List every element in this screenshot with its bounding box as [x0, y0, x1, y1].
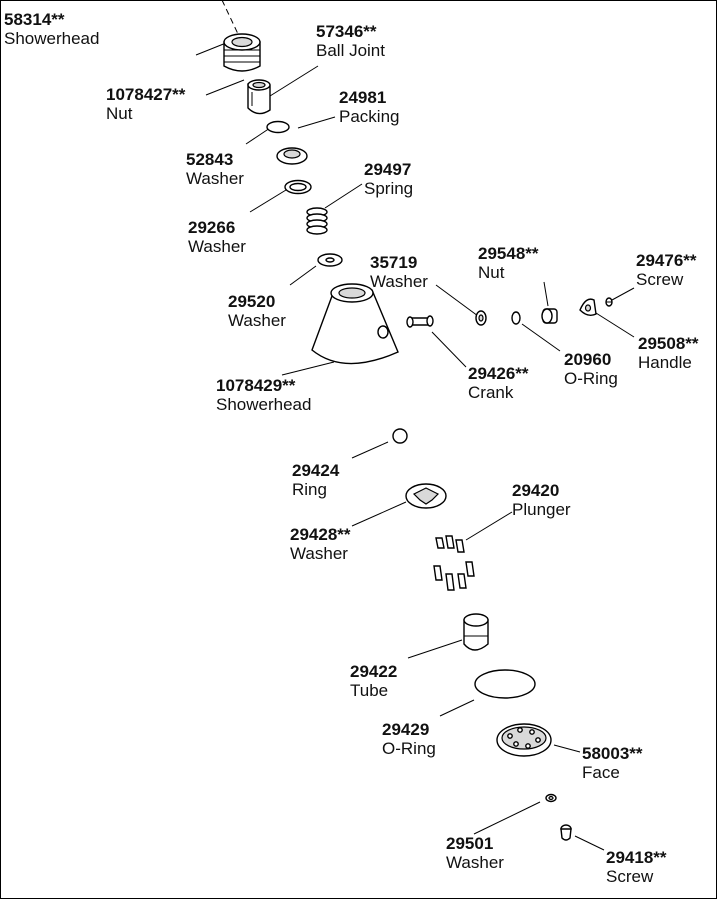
face-part: [496, 723, 552, 757]
washer-29501-part: [545, 793, 557, 803]
label-29418: 29418**Screw: [606, 848, 667, 886]
o-ring-20960-part: [511, 311, 521, 325]
label-29428: 29428**Washer: [290, 525, 351, 563]
o-ring-29429-part: [474, 669, 536, 699]
screw-29418-part: [560, 824, 572, 841]
label-29508: 29508**Handle: [638, 334, 699, 372]
label-1078427: 1078427**Nut: [106, 85, 186, 123]
label-1078429: 1078429**Showerhead: [216, 376, 312, 414]
ring-29424-part: [392, 428, 408, 444]
packing-part: [276, 147, 308, 165]
label-29476: 29476**Screw: [636, 251, 697, 289]
label-58003: 58003**Face: [582, 744, 643, 782]
plunger-group-part: [433, 535, 475, 591]
washer-52843-part: [266, 120, 290, 134]
showerhead-body-part: [311, 283, 399, 365]
axis-dashed-line: [221, 0, 239, 35]
screw-29476-part: [605, 297, 613, 307]
label-58314: 58314**Showerhead: [4, 10, 100, 48]
label-29426: 29426**Crank: [468, 364, 529, 402]
handle-part: [579, 298, 597, 317]
nut-29548-part: [541, 308, 558, 324]
spring-part: [306, 207, 328, 235]
ball-joint-part: [247, 79, 271, 115]
washer-35719-part: [475, 310, 487, 326]
washer-29428-part: [405, 483, 447, 509]
showerhead-58314-part: [223, 33, 261, 72]
leader-lines: [195, 42, 635, 851]
crank-part: [406, 315, 434, 328]
washer-29266-part: [284, 179, 312, 195]
washer-29520-part: [317, 253, 343, 267]
label-57346: 57346**Ball Joint: [316, 22, 385, 60]
label-29548: 29548**Nut: [478, 244, 539, 282]
tube-part: [463, 613, 489, 651]
